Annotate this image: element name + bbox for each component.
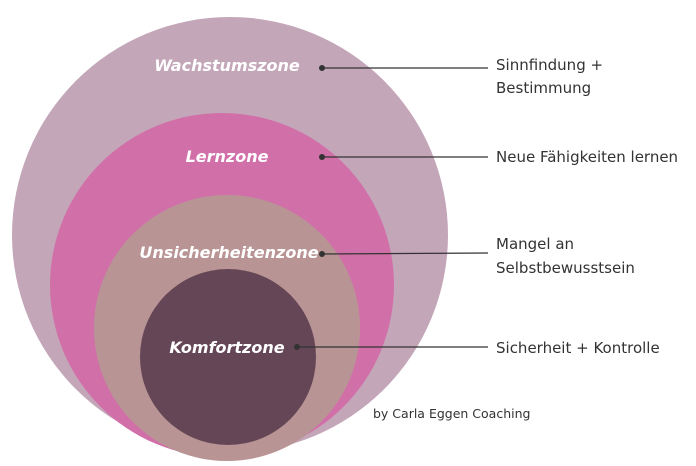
zone-label-unsicherheitenzone: Unsicherheitenzone — [139, 243, 318, 262]
credit-text: by Carla Eggen Coaching — [373, 406, 530, 421]
zone-label-komfortzone: Komfortzone — [169, 338, 284, 357]
zone-description-unsicherheitenzone: Selbstbewusstsein — [496, 259, 635, 277]
zone-circle-komfortzone — [140, 269, 316, 445]
zone-description-wachstumszone: Bestimmung — [496, 79, 591, 97]
zone-description-unsicherheitenzone: Mangel an — [496, 235, 574, 253]
zone-label-lernzone: Lernzone — [186, 147, 269, 166]
connector-lines — [294, 65, 489, 350]
zone-description-lernzone: Neue Fähigkeiten lernen — [496, 148, 678, 166]
zone-circles — [12, 17, 448, 461]
zone-description-wachstumszone: Sinnfindung + — [496, 56, 603, 74]
zone-label-wachstumszone: Wachstumszone — [154, 56, 300, 75]
connector-line-unsicherheitenzone — [321, 252, 489, 255]
zone-labels: WachstumszoneLernzoneUnsicherheitenzoneK… — [139, 56, 318, 357]
zone-description-komfortzone: Sicherheit + Kontrolle — [496, 339, 660, 357]
